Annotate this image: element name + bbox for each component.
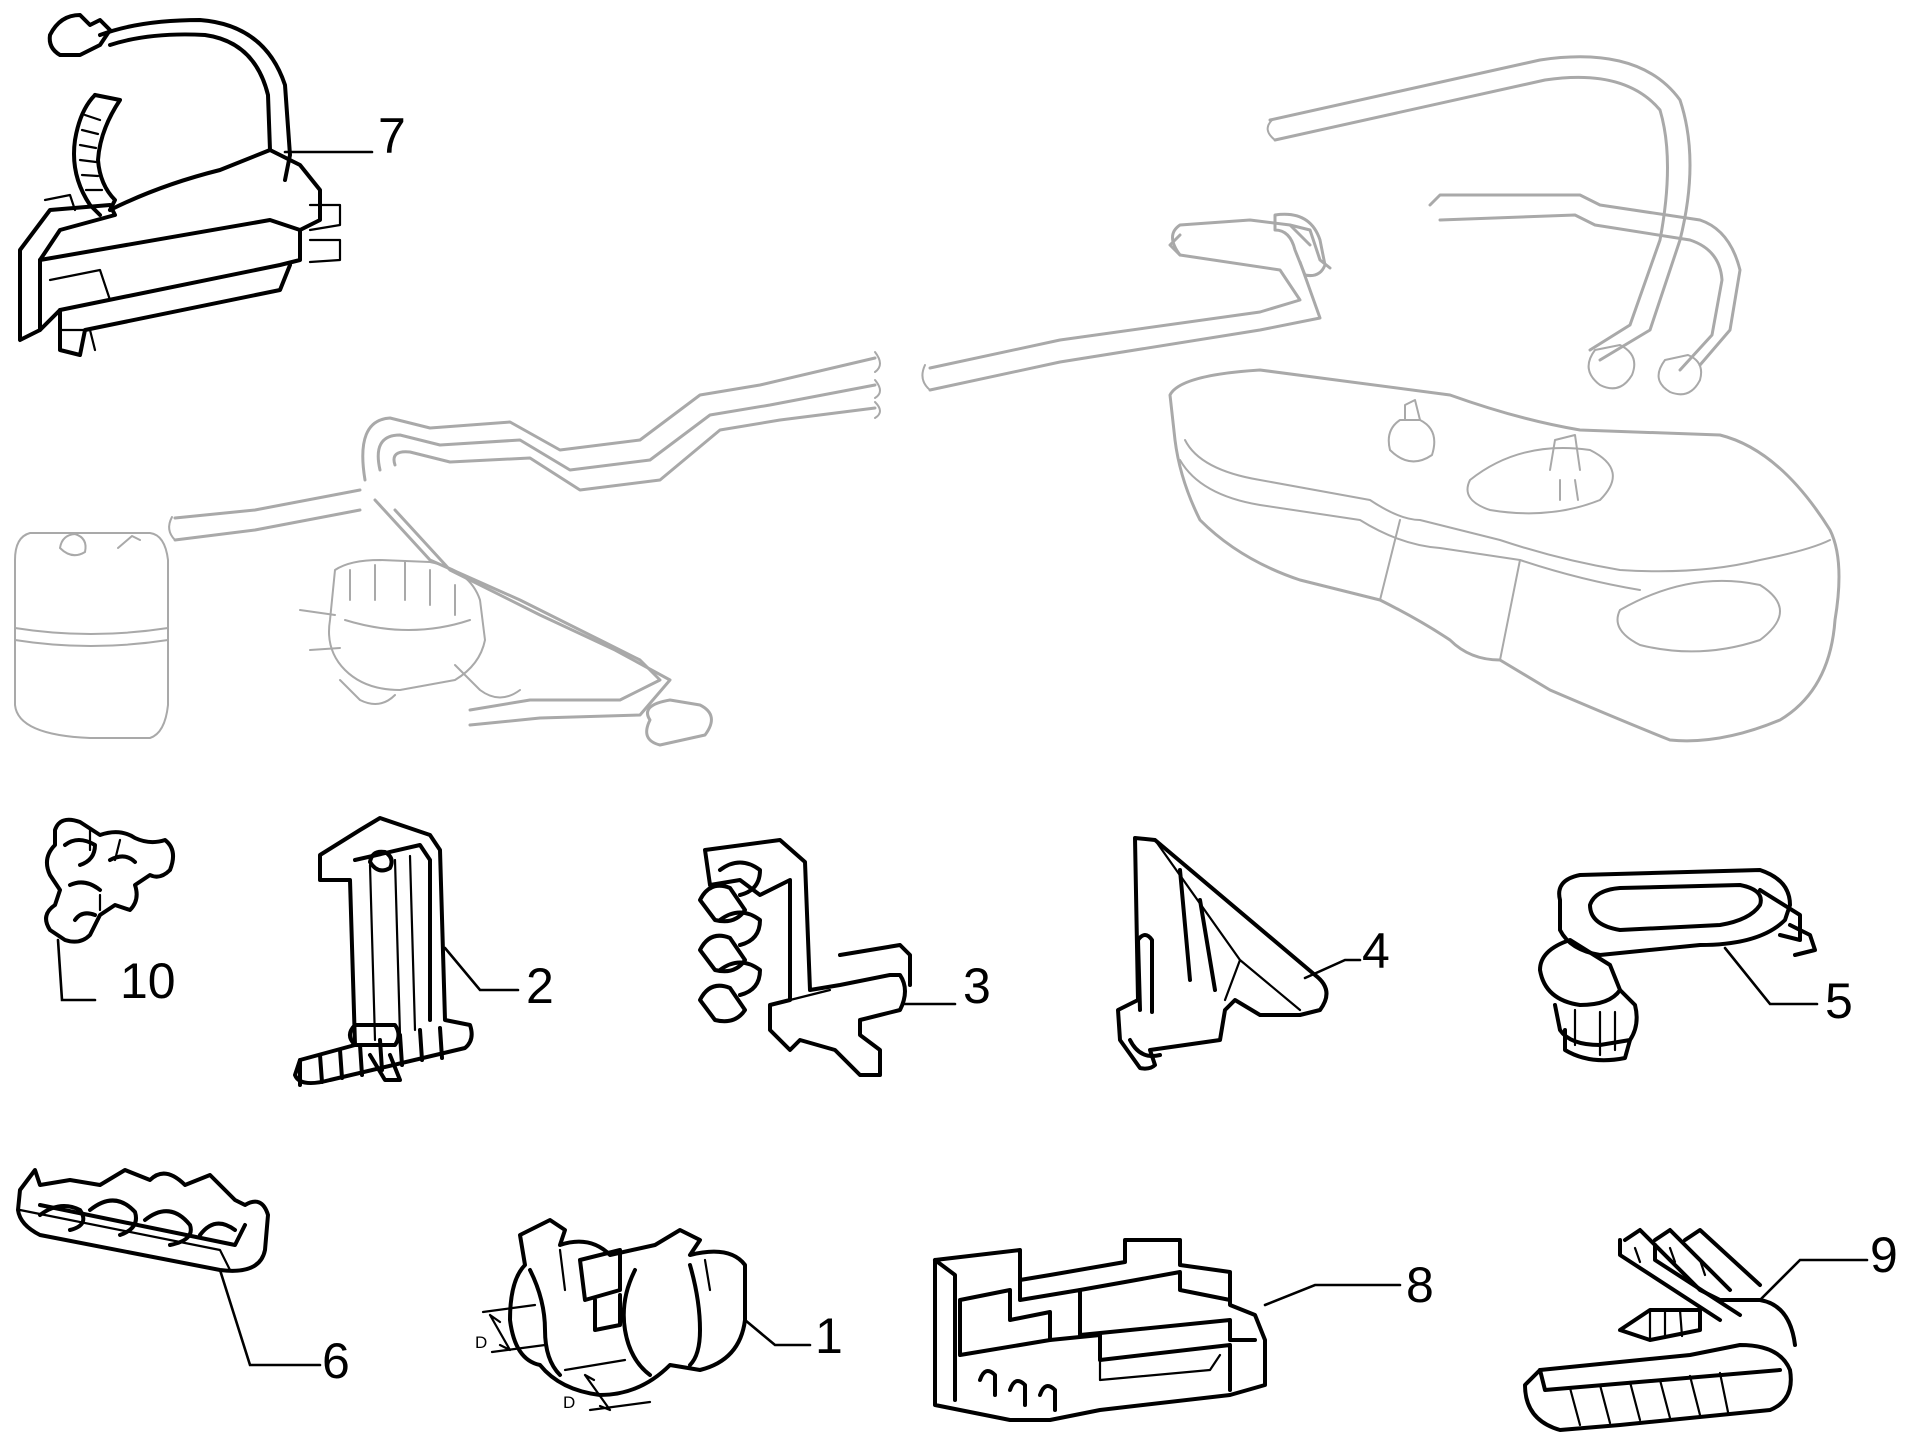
- callout-1: 1: [815, 1308, 843, 1364]
- callout-5: 5: [1825, 973, 1853, 1029]
- part-9-comb-clip: [1523, 1228, 1797, 1432]
- throttle-body: [299, 559, 521, 705]
- part-4-triangular-bracket: [1116, 836, 1329, 1071]
- part-3-angled-clip: [698, 838, 912, 1077]
- part-5-snap-grommet: [1538, 868, 1817, 1063]
- leader-2: [443, 946, 520, 992]
- leader-6: [218, 1268, 322, 1367]
- dimension-d-lower: [563, 1358, 652, 1412]
- part-2-comb-bracket: [293, 816, 474, 1087]
- callout-4: 4: [1362, 923, 1390, 979]
- leader-8: [1263, 1283, 1402, 1307]
- part-7-harness-bracket: [18, 13, 342, 357]
- vapour-canister: [14, 532, 169, 739]
- part-6-hose-clip: [16, 1168, 270, 1273]
- fuel-tank: [1168, 368, 1841, 743]
- callout-3: 3: [963, 958, 991, 1014]
- dimension-d-upper: [481, 1303, 547, 1354]
- leader-10: [56, 938, 97, 1002]
- leader-4: [1303, 958, 1362, 980]
- fuel-pipes-right: [921, 55, 1742, 396]
- callout-8: 8: [1406, 1257, 1434, 1313]
- fuel-line-assembly-background: [14, 55, 1841, 747]
- canister-pipe-cap: [168, 516, 176, 541]
- callout-6: 6: [322, 1333, 350, 1389]
- part-8-frame-clip: [933, 1238, 1267, 1422]
- leader-1: [743, 1318, 812, 1347]
- canister-pipe: [173, 488, 362, 542]
- callout-9: 9: [1870, 1227, 1898, 1283]
- callout-10: 10: [120, 953, 176, 1009]
- leader-9: [1758, 1258, 1869, 1302]
- fuel-pipes-left: [361, 351, 881, 747]
- part-10-multi-clip: [44, 817, 176, 944]
- callout-7: 7: [378, 108, 406, 164]
- dim-label-upper: D: [475, 1333, 487, 1352]
- dim-label-lower: D: [563, 1393, 575, 1412]
- part-1-double-pipe-clip: [508, 1218, 747, 1397]
- callout-2: 2: [526, 958, 554, 1014]
- leader-5: [1723, 946, 1819, 1006]
